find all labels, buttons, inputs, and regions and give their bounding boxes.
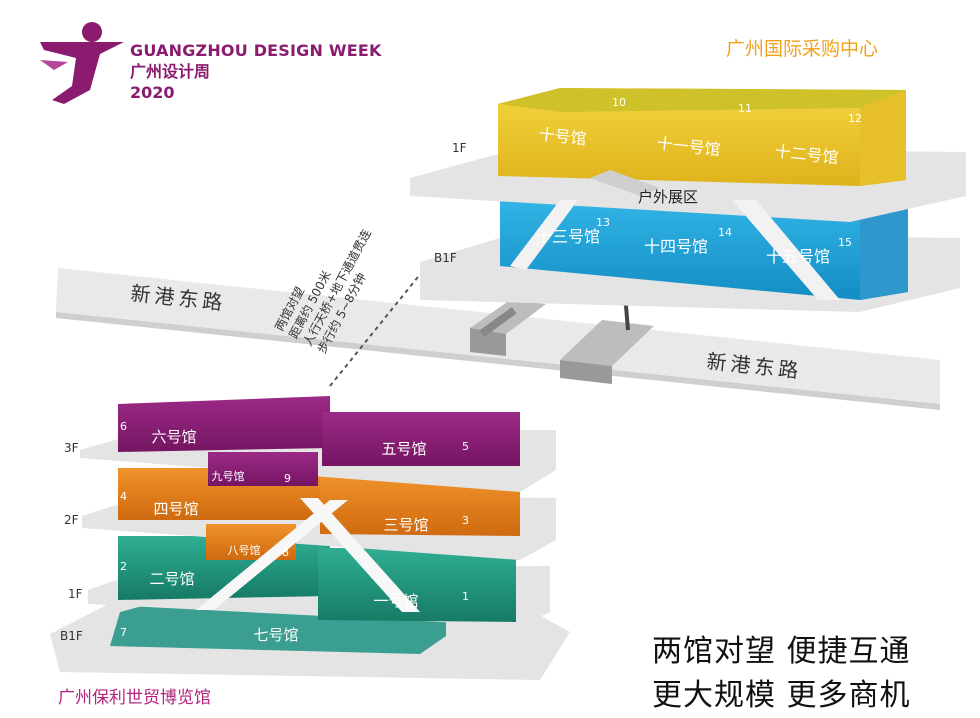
north-building [410, 88, 966, 312]
south-floor-1F: 1F [68, 587, 83, 601]
south-hall-8-number: 8 [282, 546, 289, 559]
south-hall-4-number: 4 [120, 490, 127, 503]
south-hall-6-number: 6 [120, 420, 127, 433]
south-hall-2-number: 2 [120, 560, 127, 573]
connection-line [329, 261, 431, 387]
outdoor-area-label: 户外展区 [638, 188, 698, 206]
south-hall-1-label: 一号馆 [373, 592, 418, 610]
brand-logo-text: GUANGZHOU DESIGN WEEK 广州设计周 2020 [130, 40, 382, 103]
north-hall-13-number: 13 [596, 216, 610, 229]
north-hall-12-number: 12 [848, 112, 862, 125]
logo-figure [40, 22, 124, 104]
north-hall-10-number: 10 [612, 96, 626, 109]
south-hall-7-label: 七号馆 [253, 626, 298, 644]
north-venue-title: 广州国际采购中心 [726, 38, 879, 60]
south-hall-1-number: 1 [462, 590, 469, 603]
south-hall-9-label: 九号馆 [212, 469, 245, 483]
north-hall-15-number: 15 [838, 236, 852, 249]
north-hall-11-number: 11 [738, 102, 752, 115]
south-floor-2F: 2F [64, 513, 79, 527]
south-halls: 6 六号馆 5 五号馆 9 九号馆 4 四号馆 3 三号馆 8 八号馆 2 二号馆 1 一号馆 7 七号馆 [120, 420, 469, 644]
south-floor-B1F: B1F [60, 629, 83, 643]
slogan: 两馆对望 便捷互通 更大规模 更多商机 [652, 630, 911, 718]
north-hall-14-label: 十四号馆 [644, 237, 708, 256]
north-hall-15-label: 十五号馆 [766, 247, 830, 266]
south-hall-4-label: 四号馆 [153, 500, 198, 518]
south-hall-9-number: 9 [284, 472, 291, 485]
slogan-line-2: 更大规模 更多商机 [652, 678, 911, 713]
north-hall-13-label: 十三号馆 [536, 227, 600, 246]
logo-line-1: GUANGZHOU DESIGN WEEK [130, 41, 382, 60]
south-hall-6-label: 六号馆 [151, 428, 196, 446]
south-hall-5-number: 5 [462, 440, 469, 453]
north-hall-14-number: 14 [718, 226, 732, 239]
north-hall-10-label: 十号馆 [538, 125, 588, 149]
north-floor-1F: 1F [452, 141, 467, 155]
south-hall-8-label: 八号馆 [228, 543, 261, 557]
slogan-line-1: 两馆对望 便捷互通 [652, 634, 911, 669]
south-venue-title: 广州保利世贸博览馆 [58, 688, 211, 708]
south-hall-2-label: 二号馆 [149, 570, 194, 588]
logo-line-2: 广州设计周 [130, 62, 211, 81]
south-hall-7-number: 7 [120, 626, 127, 639]
south-hall-3-number: 3 [462, 514, 469, 527]
north-floor-B1F: B1F [434, 251, 457, 265]
south-hall-5-label: 五号馆 [381, 440, 426, 458]
south-hall-3-label: 三号馆 [383, 516, 428, 534]
south-building [50, 396, 570, 680]
footbridge-east [560, 301, 654, 384]
footbridge-west [470, 300, 546, 356]
logo-line-3: 2020 [130, 83, 175, 102]
south-floor-3F: 3F [64, 441, 79, 455]
